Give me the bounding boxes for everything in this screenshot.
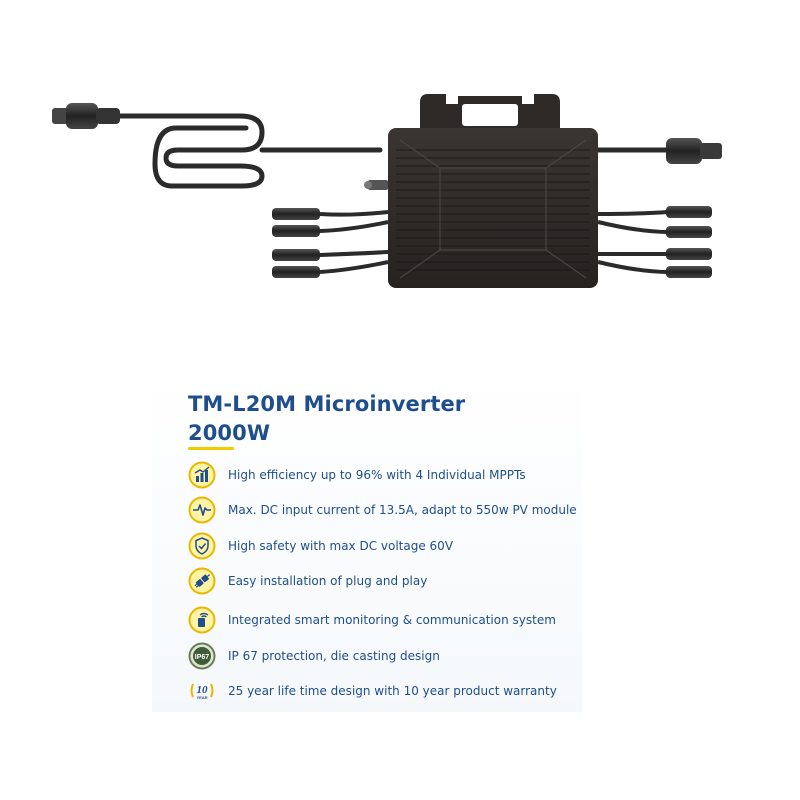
dc-connectors-left [272,208,320,278]
title-underline [188,447,234,450]
feature-text: Max. DC input current of 13.5A, adapt to… [228,503,577,517]
product-title: TM-L20M Microinverter [188,392,466,416]
feature-item-installation: Easy installation of plug and play [188,567,588,595]
feature-item-efficiency: High efficiency up to 96% with 4 Individ… [188,461,588,489]
svg-text:10: 10 [197,684,209,696]
ac-cable-left [117,113,383,189]
spec-card [152,372,582,712]
ac-connector-right [666,138,722,164]
feature-text: 25 year life time design with 10 year pr… [228,684,557,698]
feature-item-dc-current: Max. DC input current of 13.5A, adapt to… [188,496,588,524]
feature-text: High safety with max DC voltage 60V [228,539,454,553]
wifi-monitor-icon [188,606,216,634]
ground-stud [364,180,388,190]
feature-text: IP 67 protection, die casting design [228,649,440,663]
product-power: 2000W [188,421,271,445]
microinverter-product-image [52,94,722,288]
dc-connectors-right [666,206,712,278]
dc-cables-left [319,210,389,274]
feature-text: Easy installation of plug and play [228,574,428,588]
current-wave-icon [188,496,216,524]
feature-item-monitoring: Integrated smart monitoring & communicat… [188,606,588,634]
warranty-badge-icon: 10 YEAR [190,683,214,700]
shield-check-icon [188,532,216,560]
ip67-icon: IP67 [188,642,216,670]
feature-item-safety: High safety with max DC voltage 60V [188,532,588,560]
svg-text:IP67: IP67 [195,654,210,661]
dc-cables-right [597,210,669,274]
feature-text: Integrated smart monitoring & communicat… [228,613,556,627]
feature-item-warranty: 10 YEAR 25 year life time design with 10… [188,677,588,705]
ac-connector-left [52,103,120,129]
feature-item-protection: IP67 IP 67 protection, die casting desig… [188,642,588,670]
cooling-fins [396,149,590,271]
svg-text:YEAR: YEAR [196,695,207,700]
feature-text: High efficiency up to 96% with 4 Individ… [228,468,526,482]
plug-icon [188,567,216,595]
efficiency-icon [188,461,216,489]
